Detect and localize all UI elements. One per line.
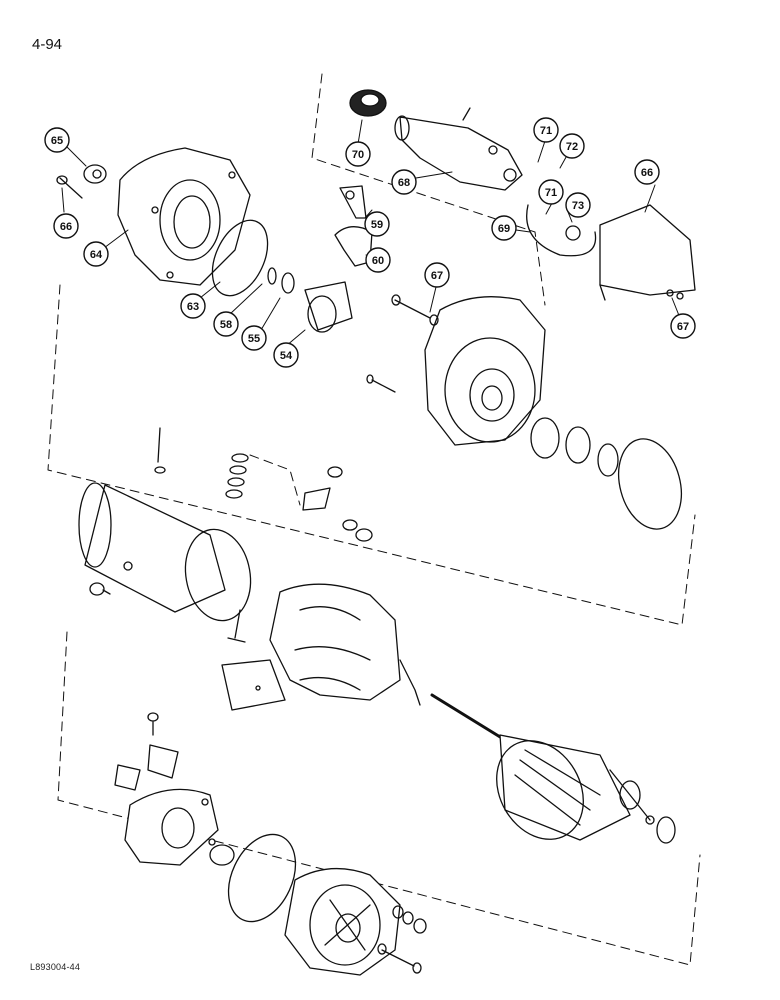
callout-72: 72: [559, 133, 585, 159]
callout-63: 65: [44, 127, 70, 153]
thrust-washer: [267, 267, 277, 285]
callout-66: 66: [634, 159, 660, 185]
brush-plate: [124, 788, 219, 866]
callout-62: 64: [83, 241, 109, 267]
svg-text:64: 64: [90, 249, 103, 261]
callout-60: 60: [365, 247, 391, 273]
commutator-end-bushing: [209, 844, 235, 866]
commutator-end-frame: [284, 867, 401, 976]
callout-71b: 71: [538, 179, 564, 205]
svg-text:70: 70: [352, 149, 364, 161]
svg-text:72: 72: [566, 141, 578, 153]
svg-text:67: 67: [677, 321, 689, 333]
intermediate-housing: [424, 296, 546, 446]
callout-68: 68: [391, 169, 417, 195]
svg-text:58: 58: [220, 319, 232, 331]
field-frame: [78, 482, 252, 622]
callout-71a: 71: [533, 117, 559, 143]
pole-shoe: [221, 659, 286, 711]
frame-group-outline: [249, 454, 301, 506]
drive-end-housing: [117, 147, 251, 286]
dust-boot-ring: [349, 89, 387, 117]
svg-text:68: 68: [398, 177, 410, 189]
callout-layer: 65 66 64 63 58 55 54 70 68 59 60 67 71 7…: [44, 117, 696, 368]
armature-washer: [656, 816, 676, 844]
svg-text:59: 59: [371, 219, 383, 231]
sleeve-bushing: [530, 417, 560, 459]
through-bolt-short: [56, 175, 83, 199]
svg-text:66: 66: [641, 167, 653, 179]
svg-text:71: 71: [540, 125, 552, 137]
callout-65: 67: [424, 262, 450, 288]
insulating-washer: [342, 519, 358, 531]
bushing: [83, 164, 107, 184]
callout-70: 70: [345, 141, 371, 167]
flat-washer: [597, 443, 619, 477]
svg-text:65: 65: [51, 135, 63, 147]
housing-bolt: [391, 294, 439, 326]
connector-lead: [526, 204, 597, 257]
end-frame-bolt: [377, 943, 422, 974]
svg-text:67: 67: [431, 270, 443, 282]
o-ring-drive-end: [211, 219, 269, 297]
solenoid-switch: [394, 107, 523, 191]
frame-screw: [89, 582, 111, 596]
shift-lever-yoke: [334, 226, 373, 267]
end-frame-hardware-stack: [392, 905, 427, 934]
svg-text:60: 60: [372, 255, 384, 267]
pivot-pin: [366, 374, 396, 393]
document-code: L893004-44: [30, 962, 81, 972]
callout-67: 67: [670, 313, 696, 339]
retainer-ring: [281, 272, 295, 294]
callout-61: 63: [180, 293, 206, 319]
solenoid-cover: [599, 204, 696, 301]
callout-73: 73: [565, 192, 591, 218]
page-number: 4-94: [32, 36, 63, 53]
svg-text:54: 54: [280, 350, 293, 362]
svg-text:69: 69: [498, 223, 510, 235]
o-ring-commutator-end: [227, 833, 297, 923]
brush: [114, 764, 141, 791]
brush-holder: [147, 744, 179, 779]
field-coil-assembly: [269, 583, 421, 706]
callout-58: 58: [213, 311, 239, 337]
o-ring-frame: [618, 438, 682, 530]
solenoid-group-outline: [311, 73, 546, 306]
terminal-strap: [302, 487, 331, 511]
brush-screw: [147, 712, 159, 736]
terminal-nut: [327, 466, 343, 478]
oil-seal: [565, 426, 591, 464]
svg-text:73: 73: [572, 200, 584, 212]
terminal-hardware-stack: [225, 453, 249, 499]
callout-64: 66: [53, 213, 79, 239]
svg-text:71: 71: [545, 187, 557, 199]
svg-text:55: 55: [248, 333, 260, 345]
callout-59: 59: [364, 211, 390, 237]
drive-pinion: [304, 281, 353, 333]
svg-text:63: 63: [187, 301, 199, 313]
front-housing-group-outline: [47, 284, 696, 626]
terminal-stud: [154, 427, 166, 474]
callout-69: 69: [491, 215, 517, 241]
armature: [430, 693, 655, 841]
pole-shoe-screw: [227, 609, 246, 643]
svg-text:66: 66: [60, 221, 72, 233]
hex-nut: [355, 528, 373, 542]
callout-55: 55: [241, 325, 267, 351]
callout-54: 54: [273, 342, 299, 368]
shift-lever: [339, 185, 367, 219]
